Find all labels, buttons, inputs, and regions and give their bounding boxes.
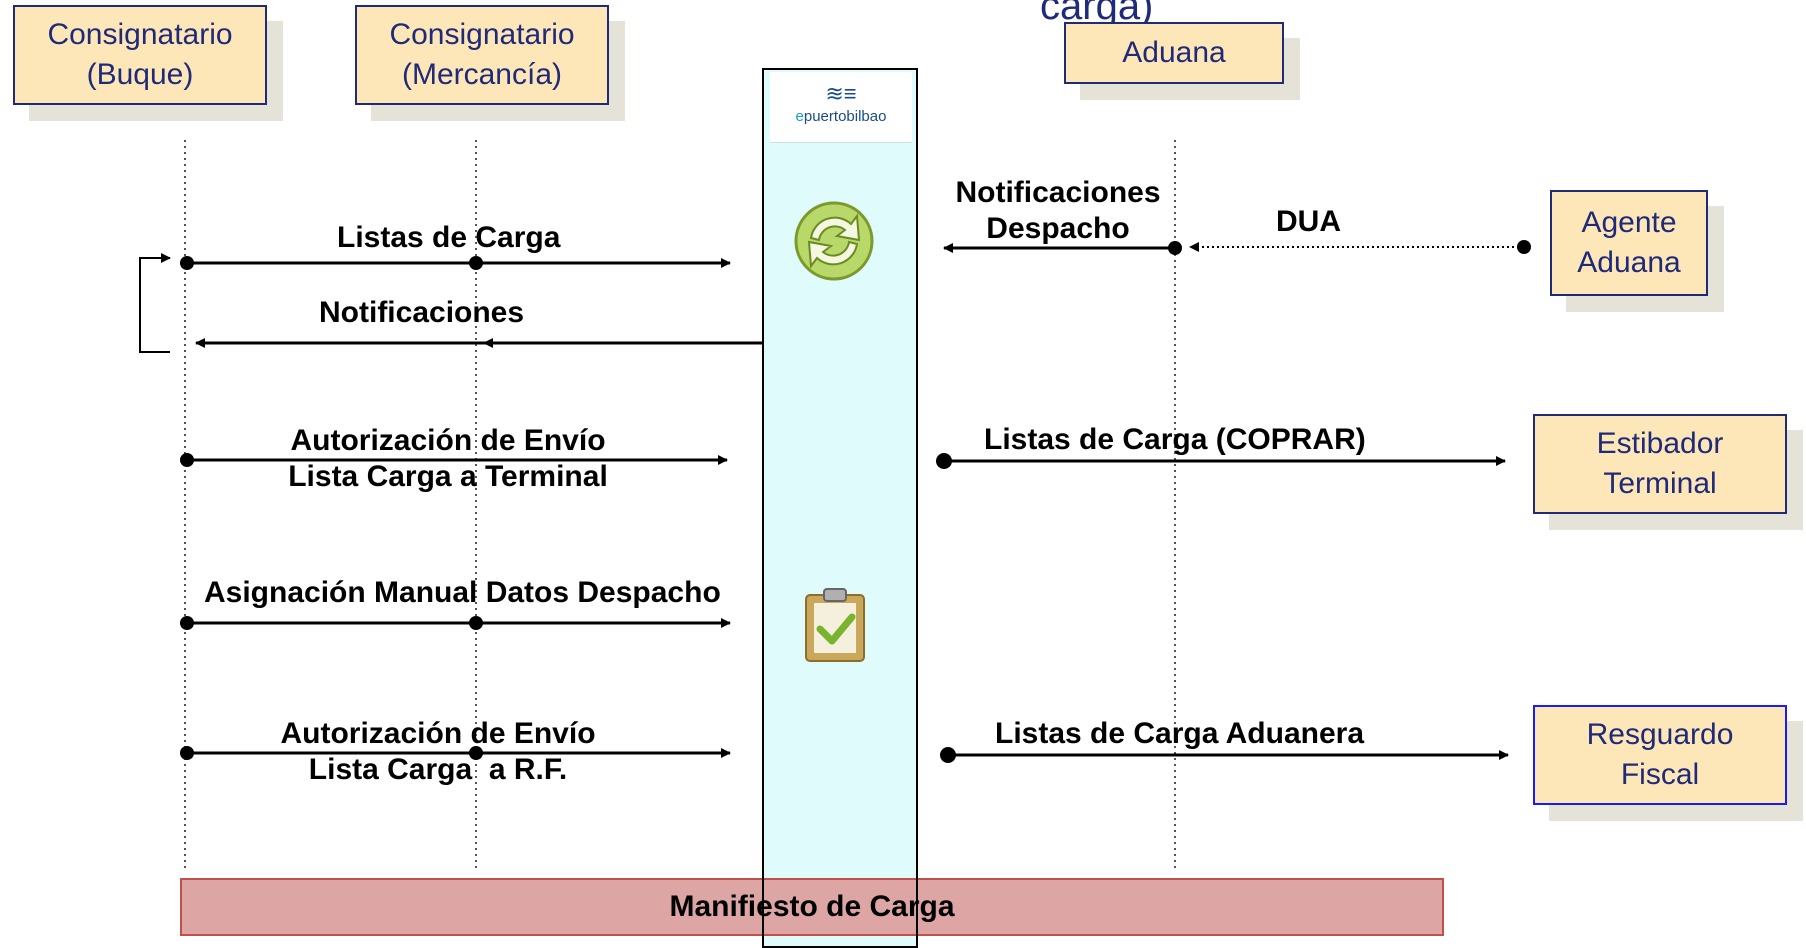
box-line: Aduana <box>1122 36 1226 69</box>
box-line: Agente <box>1581 206 1677 239</box>
label-autorizacion-rf: Autorización de Envío Lista Carga a R.F. <box>256 716 620 788</box>
aduana-box: Aduana <box>1064 22 1284 84</box>
agente-aduana-box: Agente Aduana <box>1550 190 1708 296</box>
box-line: Consignatario <box>47 18 233 51</box>
arrow-listas-carga <box>180 256 731 270</box>
loop-bracket <box>139 253 171 353</box>
manifiesto-bar: Manifiesto de Carga <box>180 878 1444 936</box>
logo-text: epuertobilbao <box>770 108 912 126</box>
label-line: Notificaciones <box>955 176 1161 209</box>
logo-name: puertobilbao <box>803 108 887 125</box>
sync-icon <box>794 201 874 281</box>
label-notificaciones: Notificaciones <box>319 296 525 329</box>
label-line: Lista Carga a R.F. <box>308 753 568 786</box>
consignatario-buque-box: Consignatario (Buque) <box>13 5 267 105</box>
box-line: Fiscal <box>1620 758 1700 791</box>
label-asignacion-manual: Asignación Manual Datos Despacho <box>204 576 721 609</box>
logo-prefix: e <box>795 108 804 125</box>
title-fragment: carga) <box>1040 0 1154 28</box>
arrow-listas-aduanera <box>940 747 1509 763</box>
box-line: (Mercancía) <box>401 58 563 91</box>
box-line: Resguardo <box>1586 718 1734 751</box>
epuertobilbao-logo: ≋≡ epuertobilbao <box>770 72 912 143</box>
label-listas-coprar: Listas de Carga (COPRAR) <box>984 423 1366 456</box>
label-listas-carga: Listas de Carga <box>337 221 561 254</box>
arrow-listas-coprar <box>936 453 1506 469</box>
arrow-asignacion-manual <box>180 616 731 630</box>
arrow-notificaciones-despacho <box>943 241 1182 255</box>
label-autorizacion-terminal: Autorización de Envío Lista Carga a Term… <box>268 423 628 495</box>
label-line: Autorización de Envío <box>280 717 596 750</box>
label-line: Lista Carga a Terminal <box>288 460 608 493</box>
label-listas-aduanera: Listas de Carga Aduanera <box>995 717 1365 750</box>
label-notificaciones-despacho: Notificaciones Despacho <box>950 175 1166 247</box>
waves-icon: ≋≡ <box>825 81 857 106</box>
box-line: Terminal <box>1603 467 1717 500</box>
label-line: Despacho <box>986 212 1130 245</box>
arrow-dua <box>1189 240 1531 254</box>
box-line: Estibador <box>1596 427 1724 460</box>
label-dua: DUA <box>1276 205 1341 238</box>
consignatario-mercancia-box: Consignatario (Mercancía) <box>355 5 609 105</box>
label-line: Autorización de Envío <box>290 424 606 457</box>
estibador-terminal-box: Estibador Terminal <box>1533 414 1787 514</box>
resguardo-fiscal-box: Resguardo Fiscal <box>1533 705 1787 805</box>
clipboard-check-icon <box>805 588 865 662</box>
box-line: Consignatario <box>389 18 575 51</box>
box-line: Aduana <box>1577 246 1681 279</box>
box-line: (Buque) <box>86 58 194 91</box>
portal-overlay-lines <box>762 878 918 941</box>
